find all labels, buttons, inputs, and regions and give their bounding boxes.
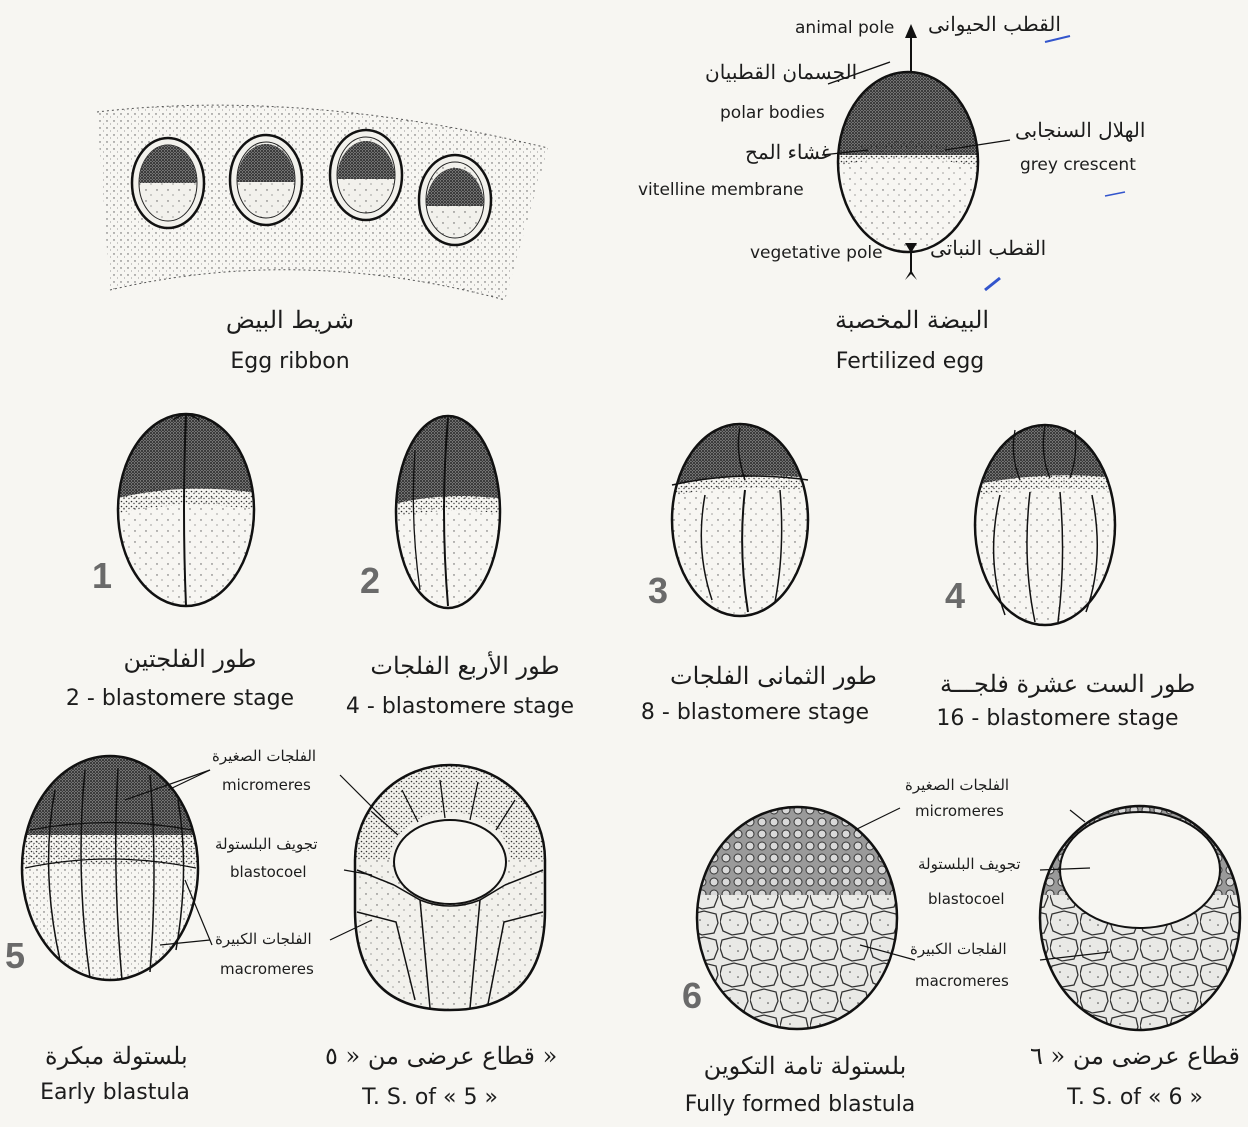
stage-1-caption-ar: طور الفلجتين [110,645,270,673]
early-blastula-caption-ar: بلستولة مبكرة [45,1042,185,1070]
egg-ribbon-caption-ar: شريط البيض [220,306,360,334]
egg-ribbon-caption-en: Egg ribbon [215,349,365,374]
stage-4-number: 4 [945,575,965,617]
stage-1-number: 1 [92,555,112,597]
stage-2-caption-en: 4 - blastomere stage [335,694,585,719]
polar-bodies-label-ar: الجسمان القطبيان [705,60,857,84]
eb-macromeres-label-en: macromeres [220,960,314,978]
stage-3-caption-en: 8 - blastomere stage [635,700,875,725]
ts5-caption-en: T. S. of « 5 » [355,1085,505,1110]
fb-micromeres-label-ar: الفلجات الصغيرة [905,776,1009,794]
eb-micromeres-label-en: micromeres [222,776,311,794]
fertilized-egg-caption-en: Fertilized egg [820,349,1000,374]
stage-5-number: 5 [5,935,25,977]
animal-pole-label-en: animal pole [795,18,894,38]
full-blastula-caption-ar: بلستولة تامة التكوين [700,1052,910,1080]
stage-3-embryo [670,420,810,620]
early-blastula-figure [20,755,212,985]
stage-3-caption-ar: طور الثمانى الفلجات [670,662,850,690]
stage-6-number: 6 [682,975,702,1017]
fb-macromeres-label-en: macromeres [915,972,1009,990]
stage-1-caption-en: 2 - blastomere stage [55,686,305,711]
polar-bodies-label-en: polar bodies [720,103,825,123]
fb-blastocoel-label-en: blastocoel [928,890,1005,908]
ribbon-egg [132,138,204,228]
ts6-caption-ar: قطاع عرضى من « ٦ » [1030,1042,1230,1070]
ts5-caption-ar: قطاع عرضى من « ٥ » [325,1042,525,1070]
egg-ribbon-figure [97,105,548,300]
grey-crescent-label-ar: الهلال السنجابى [1015,118,1145,142]
eb-blastocoel-label-ar: تجويف البلستولة [215,835,318,853]
vegetative-pole-label-ar: القطب النباتى [930,236,1046,260]
ts-6-figure [1040,805,1240,1035]
stage-4-caption-en: 16 - blastomere stage [925,706,1190,731]
eb-micromeres-label-ar: الفلجات الصغيرة [212,747,316,765]
fb-micromeres-label-en: micromeres [915,802,1004,820]
fb-blastocoel-label-ar: تجويف البلستولة [918,855,1021,873]
vitelline-label-en: vitelline membrane [638,180,804,200]
ts-5-figure [330,760,550,1020]
fb-macromeres-label-ar: الفلجات الكبيرة [910,940,1007,958]
stage-2-number: 2 [360,560,380,602]
full-blastula-figure [695,805,915,1030]
ribbon-egg [419,155,491,245]
ribbon-egg [230,135,302,225]
full-blastula-caption-en: Fully formed blastula [670,1092,930,1117]
animal-pole-label-ar: القطب الحيوانى [928,12,1061,36]
stage-2-embryo [390,410,510,620]
vitelline-label-ar: غشاء المح [745,140,831,164]
ts6-caption-en: T. S. of « 6 » [1060,1085,1210,1110]
stage-2-caption-ar: طور الأربع الفلجات [370,652,560,680]
stage-1-embryo [110,410,270,620]
fertilized-egg-caption-ar: البيضة المخصبة [835,306,985,334]
early-blastula-caption-en: Early blastula [30,1080,200,1105]
grey-crescent-label-en: grey crescent [1020,155,1136,175]
eb-macromeres-label-ar: الفلجات الكبيرة [215,930,312,948]
eb-blastocoel-label-en: blastocoel [230,863,307,881]
stage-3-number: 3 [648,570,668,612]
stage-4-embryo [972,420,1118,630]
vegetative-pole-label-en: vegetative pole [750,243,883,263]
ribbon-egg [330,130,402,220]
stage-4-caption-ar: طور الست عشرة فلجـــة [940,670,1190,698]
